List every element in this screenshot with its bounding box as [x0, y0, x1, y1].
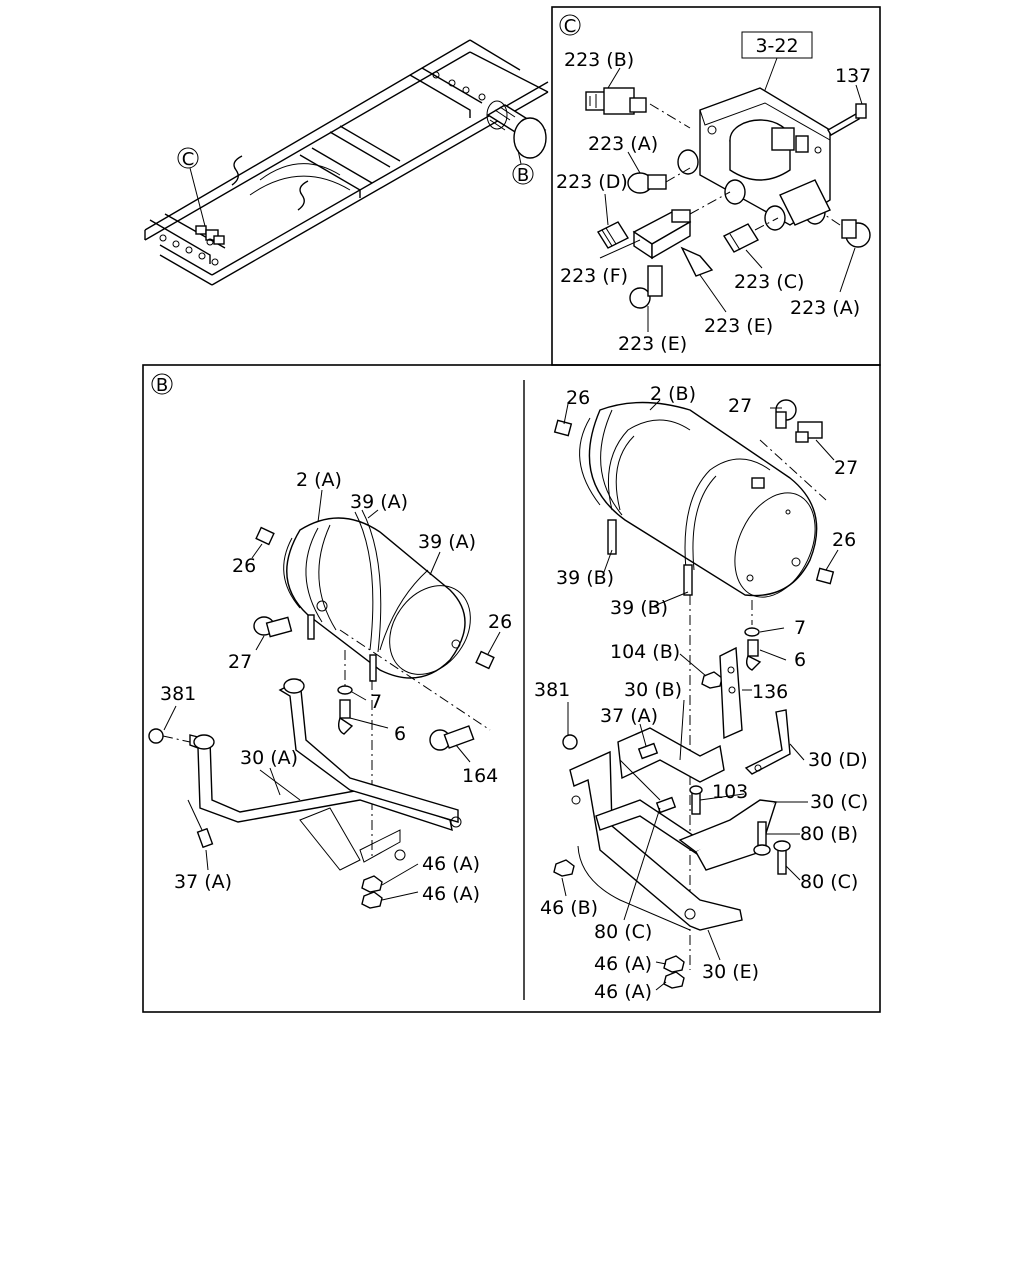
chassis-overview: C B: [144, 39, 549, 286]
label-6: 6: [794, 649, 806, 671]
label-80c-right: 80 (C): [800, 871, 858, 893]
label-37a: 37 (A): [174, 871, 232, 893]
ref-box-label: 3-22: [755, 35, 798, 57]
label-223a-upper: 223 (A): [588, 133, 658, 155]
fitting-223a-lower: [841, 219, 871, 248]
label-2b: 2 (B): [650, 383, 696, 405]
label-27-top: 27: [728, 395, 752, 417]
bracket-30a: [189, 678, 462, 871]
label-30d: 30 (D): [808, 749, 868, 771]
panel-b-frame: [142, 364, 881, 1013]
label-223e-upper: 223 (E): [704, 315, 773, 337]
callout-b-label: B: [517, 165, 529, 186]
label-223f: 223 (F): [560, 265, 628, 287]
label-46b: 46 (B): [540, 897, 598, 919]
air-tank-2b: [579, 401, 818, 598]
bracket-30d: [744, 709, 791, 775]
label-39a-right: 39 (A): [418, 531, 476, 553]
label-37a: 37 (A): [600, 705, 658, 727]
elbow-27-right: [775, 399, 797, 429]
label-46a-upper: 46 (A): [594, 953, 652, 975]
bolt-137: [827, 103, 867, 136]
elbow-27-left: [253, 616, 293, 638]
fitting-223f: [632, 209, 692, 260]
overview-air-tank: [486, 100, 547, 159]
label-7: 7: [370, 691, 382, 713]
label-30a: 30 (A): [240, 747, 298, 769]
callout-b-marker: [512, 163, 534, 185]
relay-valve-assembly: [677, 87, 831, 231]
drain-cock-6-left: [337, 699, 354, 735]
fitting-223e-lower: [629, 265, 663, 309]
label-46a-lower: 46 (A): [422, 883, 480, 905]
label-26-right: 26: [832, 529, 856, 551]
panel-b-callout: [151, 373, 173, 395]
overview-valve-cluster: [195, 225, 225, 246]
panel-c-callout: [559, 14, 581, 36]
label-223d: 223 (D): [556, 171, 628, 193]
label-26-top: 26: [566, 387, 590, 409]
label-223e-lower: 223 (E): [618, 333, 687, 355]
label-223a-lower: 223 (A): [790, 297, 860, 319]
fitting-223e-upper: [680, 246, 714, 277]
fitting-223c: [722, 223, 760, 253]
label-7: 7: [794, 617, 806, 639]
label-39a-top: 39 (A): [350, 491, 408, 513]
label-26-right: 26: [488, 611, 512, 633]
label-26-left: 26: [232, 555, 256, 577]
panel-b-callout-label: B: [156, 375, 168, 396]
label-6: 6: [394, 723, 406, 745]
label-27: 27: [228, 651, 252, 673]
label-137: 137: [835, 65, 871, 87]
label-2a: 2 (A): [296, 469, 342, 491]
label-223c: 223 (C): [734, 271, 804, 293]
drain-cock-6-right: [745, 639, 762, 671]
fitting-223a-upper: [627, 172, 667, 194]
label-46a-lower: 46 (A): [594, 981, 652, 1003]
label-80b: 80 (B): [800, 823, 858, 845]
elbow-164: [429, 725, 475, 751]
panel-c-callout-label: C: [564, 16, 577, 37]
label-27-right: 27: [834, 457, 858, 479]
label-381: 381: [160, 683, 196, 705]
label-30b: 30 (B): [624, 679, 682, 701]
panel-c: C 3-22: [556, 14, 871, 355]
label-381: 381: [534, 679, 570, 701]
callout-c-label: C: [182, 149, 195, 170]
panel-b-right: 26 2 (B) 27 27 26 39 (B) 39 (B) 7 6 104 …: [534, 383, 868, 1003]
fitting-223d: [596, 221, 630, 249]
label-164: 164: [462, 765, 498, 787]
fitting-223b: [585, 87, 647, 115]
bracket-136: [719, 646, 743, 740]
label-103: 103: [712, 781, 748, 803]
label-223b: 223 (B): [564, 49, 634, 71]
label-30e: 30 (E): [702, 961, 759, 983]
callout-c-marker: [177, 147, 199, 169]
label-80c-bottom: 80 (C): [594, 921, 652, 943]
tee-27-right: [795, 421, 823, 443]
label-136: 136: [752, 681, 788, 703]
label-39b-left: 39 (B): [556, 567, 614, 589]
label-104b: 104 (B): [610, 641, 680, 663]
panel-b-left: B: [148, 373, 512, 909]
label-30c: 30 (C): [810, 791, 868, 813]
label-39b-mid: 39 (B): [610, 597, 668, 619]
label-46a-upper: 46 (A): [422, 853, 480, 875]
